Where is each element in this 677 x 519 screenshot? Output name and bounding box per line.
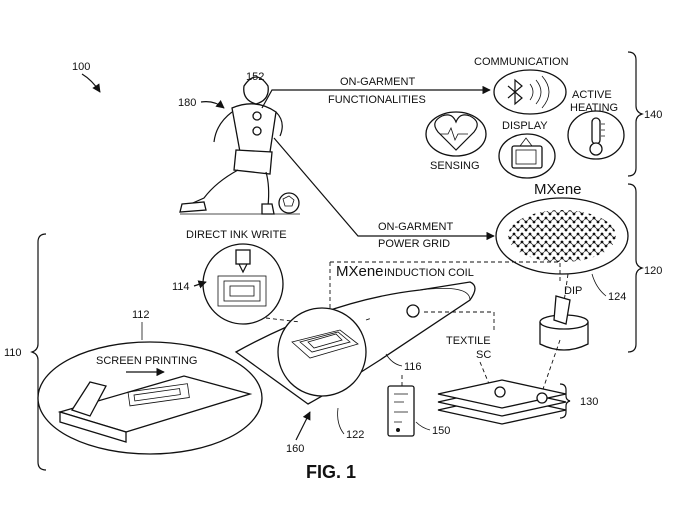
ref-114-arrow	[193, 280, 207, 289]
communication-bubble	[493, 69, 567, 115]
coil-dash-link	[265, 317, 373, 323]
ref-100-arrow	[81, 73, 101, 93]
figure-ref-100: 100	[72, 61, 90, 73]
induction-coil-prefix: MXene	[336, 263, 384, 280]
diw-ref-114: 114	[172, 281, 190, 293]
communication-label: COMMUNICATION	[474, 56, 569, 68]
mxene-title: MXene	[534, 181, 582, 198]
ref-150-leader	[415, 421, 431, 431]
screen-printer-icon	[57, 375, 253, 443]
board-ref-150: 150	[432, 425, 450, 437]
sleeve-port	[406, 304, 420, 318]
functionalities-label-2: FUNCTIONALITIES	[328, 94, 426, 106]
functionalities-label-1: ON-GARMENT	[340, 76, 415, 88]
brace-110	[30, 233, 47, 471]
heart-monitor-icon	[434, 114, 478, 151]
ref-180-arrow	[200, 99, 225, 109]
ref-124-leader	[591, 273, 607, 297]
power-grid-arrow	[273, 137, 495, 241]
figure-caption: FIG. 1	[306, 462, 356, 482]
group-ref-110: 110	[4, 347, 22, 359]
sensing-label: SENSING	[430, 160, 480, 172]
ref-116-leader	[385, 353, 403, 367]
textile-sc-label-1: TEXTILE	[446, 335, 491, 347]
brace-120	[627, 183, 644, 353]
power-grid-label-2: POWER GRID	[378, 238, 450, 250]
bluetooth-icon	[507, 75, 550, 109]
screen-printing-label: SCREEN PRINTING	[96, 355, 197, 367]
induction-dash-line	[329, 261, 561, 310]
textile-sc-label-2: SC	[476, 349, 491, 361]
induction-coil-suffix: INDUCTION COIL	[384, 267, 474, 279]
active-heating-label-1: ACTIVE	[572, 89, 612, 101]
thermometer-icon	[589, 117, 605, 156]
group-ref-120: 120	[644, 265, 662, 277]
ref-160-arrow	[295, 411, 311, 441]
coil-magnifier	[277, 307, 367, 397]
brace-130	[559, 383, 571, 419]
textile-ref-122: 122	[346, 429, 364, 441]
sensor-ref-152: 152	[246, 71, 264, 83]
athlete-ref-180: 180	[178, 97, 196, 109]
ink-nozzle-icon	[217, 249, 267, 307]
sleeve-inner-fold	[419, 287, 471, 301]
ref-122-leader	[337, 407, 345, 435]
display-label: DISPLAY	[502, 120, 548, 132]
stack-ref-130: 130	[580, 396, 598, 408]
active-heating-label-2: HEATING	[570, 102, 618, 114]
coil-ref-116: 116	[404, 361, 422, 373]
dip-to-stack-line	[541, 339, 561, 393]
dip-beaker	[539, 295, 589, 351]
induction-coil-icon	[291, 329, 359, 359]
power-grid-label-1: ON-GARMENT	[378, 221, 453, 233]
circuit-board-icon	[387, 385, 415, 437]
brace-140	[627, 51, 644, 177]
mxene-lattice	[508, 210, 616, 262]
athlete-figure	[179, 76, 300, 215]
group-ref-140: 140	[644, 109, 662, 121]
dip-label: DIP	[564, 285, 582, 297]
sensing-bubble	[425, 111, 487, 157]
screen-printing-ref-112: 112	[132, 309, 150, 321]
electrode-stack-icon	[437, 379, 567, 425]
television-icon	[511, 137, 543, 169]
direct-ink-write-label: DIRECT INK WRITE	[186, 229, 287, 241]
garment-ref-160: 160	[286, 443, 304, 455]
functionalities-arrow	[261, 85, 491, 109]
mxene-ref-124: 124	[608, 291, 626, 303]
